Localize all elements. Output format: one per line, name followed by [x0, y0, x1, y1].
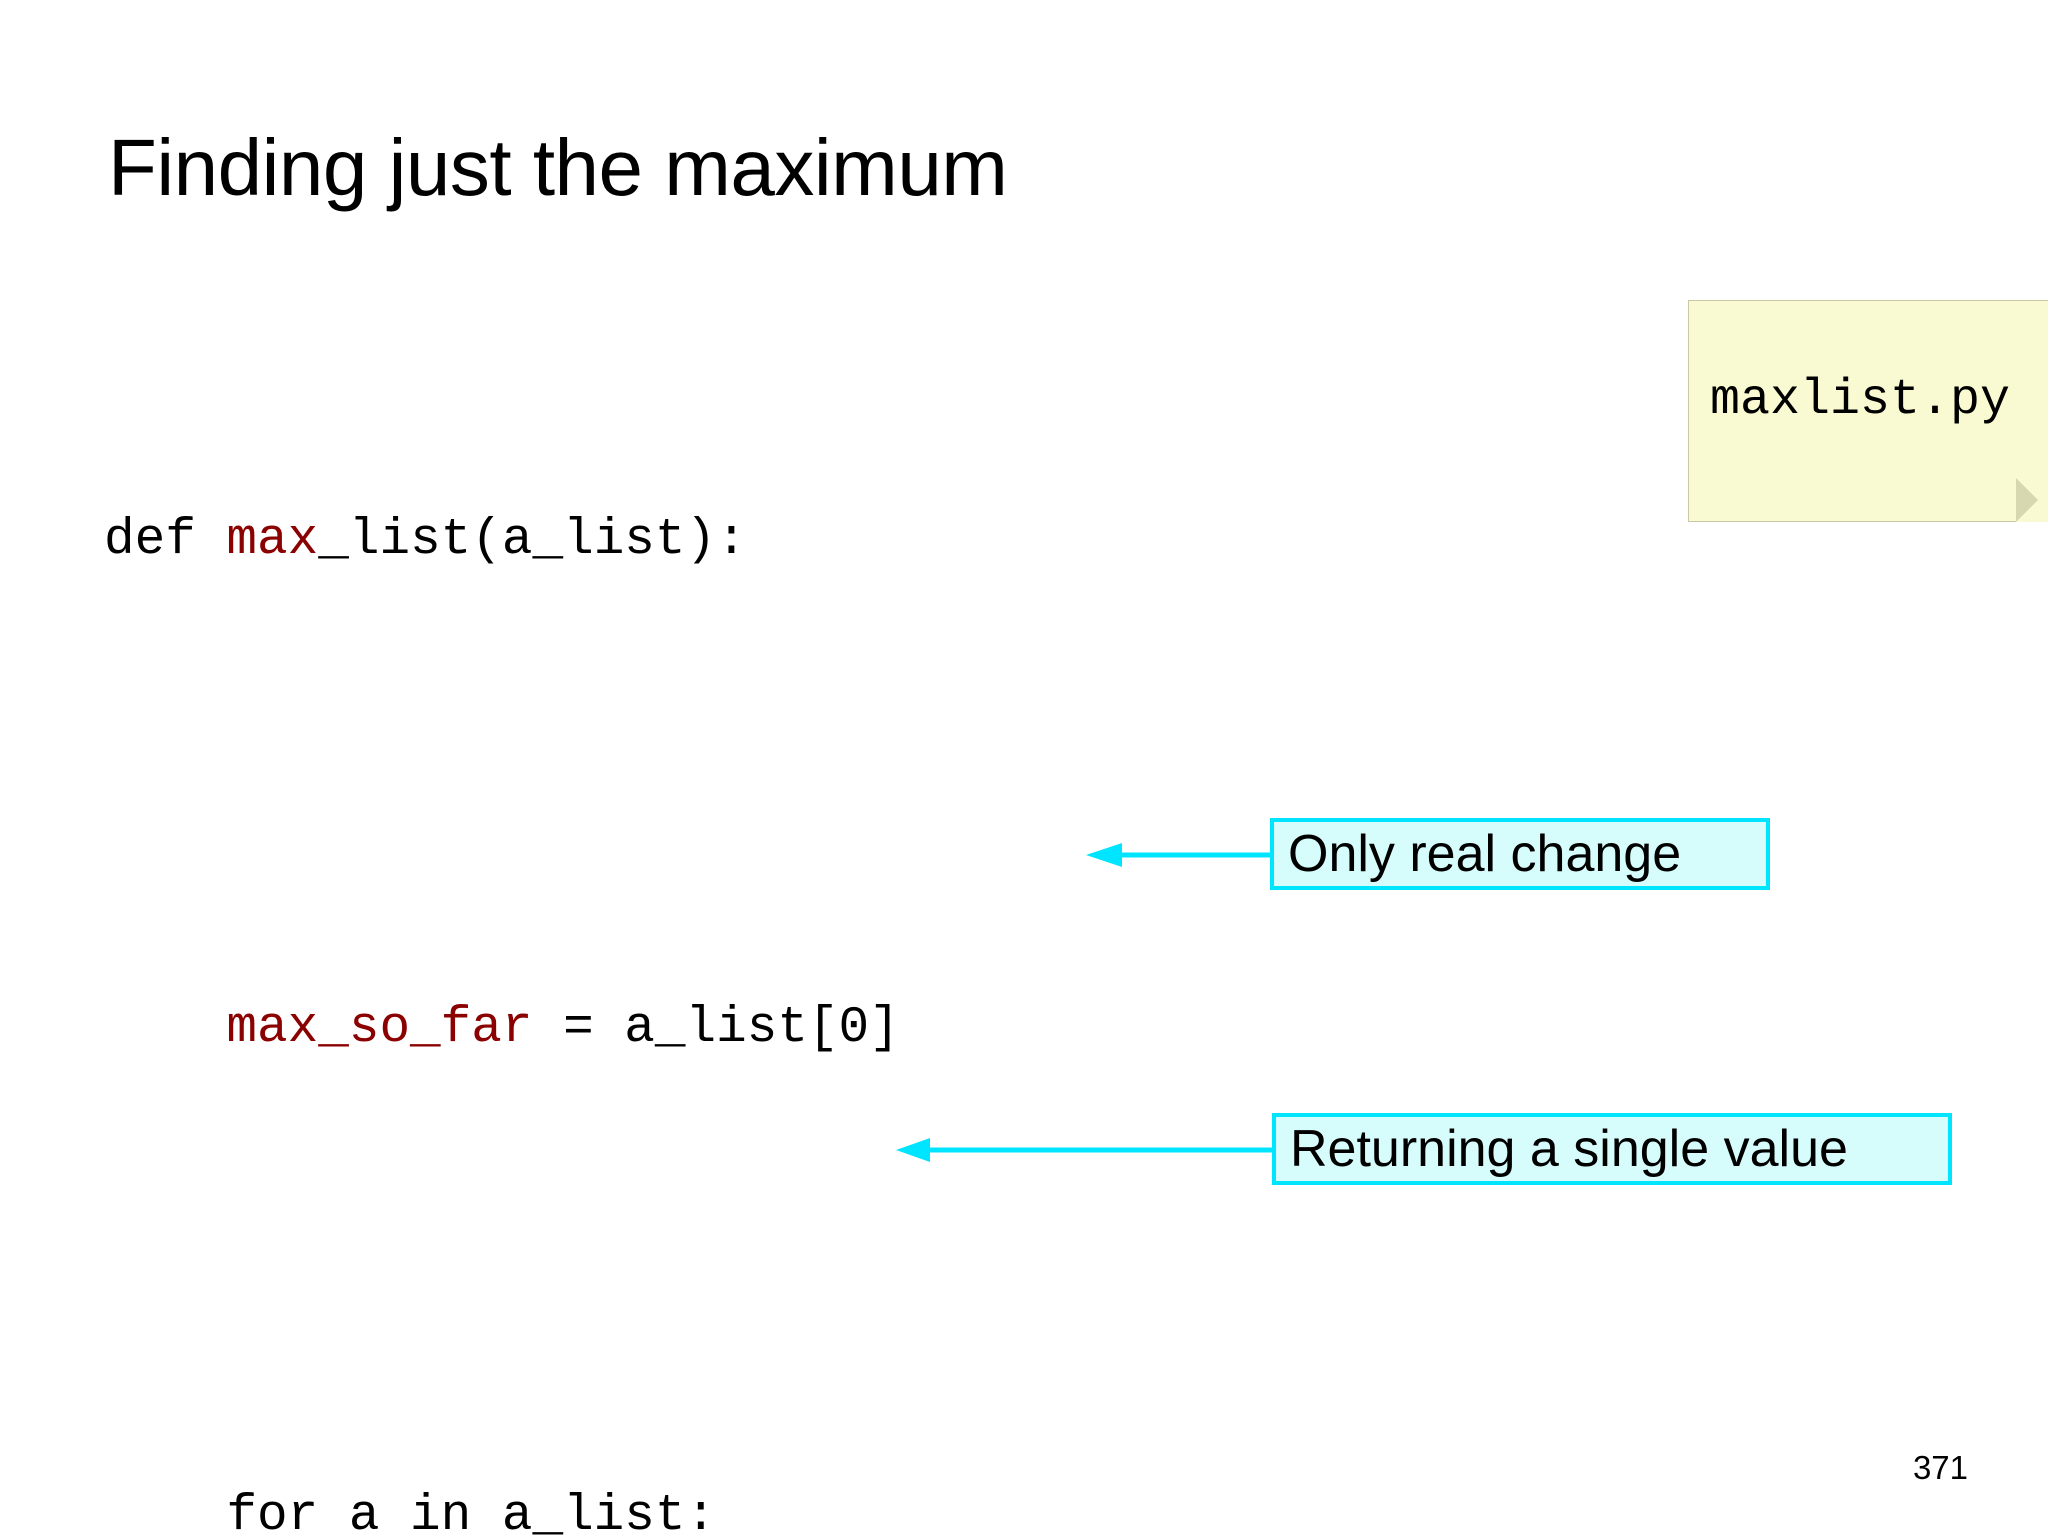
arrow-returning-single-value-icon	[896, 1138, 1276, 1162]
sticky-note-fold-icon	[2016, 478, 2048, 522]
callout-returning-single-value-label: Returning a single value	[1290, 1120, 1848, 1178]
code-token-max: max	[226, 512, 319, 569]
code-block: def max_list(a_list): max_so_far = a_lis…	[104, 362, 900, 1535]
code-token-def-keyword: def	[104, 512, 227, 569]
code-indent-init	[104, 1000, 226, 1057]
code-line-def: def max_list(a_list):	[104, 515, 900, 606]
code-line-for: for a in a_list:	[104, 1491, 900, 1535]
sticky-note-filename: maxlist.py	[1710, 372, 2011, 429]
code-token-max-so-far-init: max_so_far	[226, 1000, 533, 1057]
code-line-blank-2	[104, 1247, 900, 1338]
page-title: Finding just the maximum	[108, 123, 1008, 212]
page-number: 371	[1912, 1449, 1968, 1486]
callout-returning-single-value: Returning a single value	[1272, 1113, 1952, 1185]
code-token-list-signature: _list(a_list):	[318, 512, 747, 569]
arrow-only-real-change-icon	[1086, 843, 1274, 867]
code-token-init-rhs: = a_list[0]	[532, 1000, 900, 1057]
code-token-for-loop: for a in a_list:	[104, 1488, 717, 1535]
code-line-blank-1	[104, 759, 900, 850]
callout-only-real-change-label: Only real change	[1288, 825, 1682, 883]
sticky-note-body	[1688, 300, 2048, 522]
code-line-init: max_so_far = a_list[0]	[104, 1000, 900, 1094]
sticky-note: maxlist.py	[1688, 300, 2048, 522]
callout-only-real-change: Only real change	[1270, 818, 1770, 890]
